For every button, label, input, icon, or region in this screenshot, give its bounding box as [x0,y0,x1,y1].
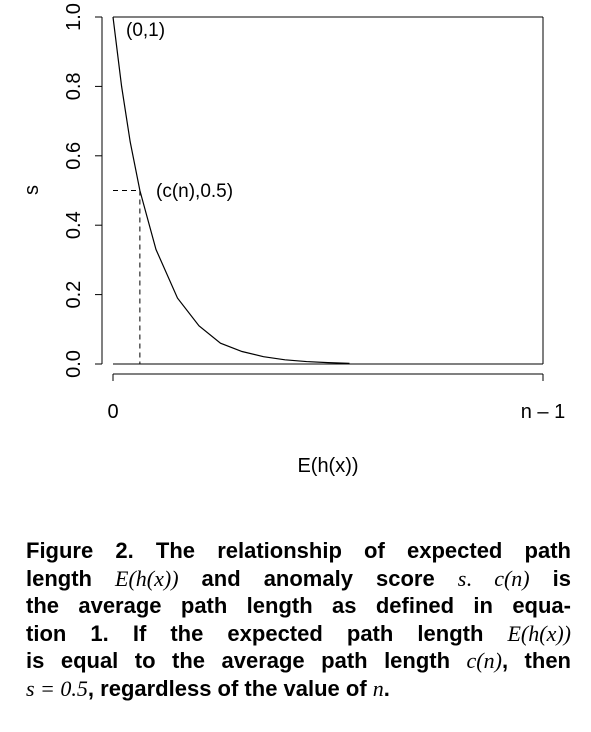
y-tick-label: 0.0 [63,350,85,378]
caption-line-5: is equal to the average path length c(n)… [26,647,571,675]
y-tick-label: 1.0 [63,3,85,31]
caption-text: length [26,565,116,591]
x-axis-label: E(h(x)) [297,455,358,477]
caption-text: and anomaly score [178,565,458,591]
caption-line-4: tion 1. If the expected path length E(h(… [26,620,571,648]
math-cn: c(n) [466,648,502,673]
caption-line-6: s = 0.5, regardless of the value of n. [26,675,571,703]
x-tick-label-0: 0 [107,401,118,423]
annotation-point-cn-05: (c(n),0.5) [156,181,233,202]
math-cn: c(n) [494,565,530,591]
y-tick-label: 0.6 [63,142,85,170]
annotation-point-0-1: (0,1) [126,20,165,41]
caption-line-2: length E(h(x)) and anomaly score s. c(n)… [26,565,571,593]
caption-text: is equal to the average path length [26,648,467,673]
caption-line-3: the average path length as defined in eq… [26,592,571,620]
math-expected-path-length: E(h(x)) [507,620,571,646]
chart-figure: 0.0 0.2 0.4 0.6 0.8 1.0 0 n – 1 E(h(x)) s (0,… [21,3,565,477]
caption-text: , then [501,648,571,673]
caption-text: , regardless of the value of [87,675,373,701]
y-axis-ticks: 0.0 0.2 0.4 0.6 0.8 1.0 [63,3,102,378]
y-tick-label: 0.4 [63,211,85,239]
caption-text: Figure 2. The relationship of expected p… [26,538,571,563]
y-tick-label: 0.8 [63,72,85,100]
x-tick-label-n-1: n – 1 [521,401,565,423]
math-s-equals-half: s = 0.5 [26,675,88,701]
caption-text: is [529,565,571,591]
caption-line-1: Figure 2. The relationship of expected p… [26,537,571,565]
caption-text: . [383,675,390,701]
figure-caption: Figure 2. The relationship of expected p… [26,537,571,702]
math-n: n [372,675,384,701]
caption-text: the average path length as defined in eq… [26,593,571,618]
y-axis-label: s [21,185,43,195]
caption-text: . [466,565,495,591]
y-tick-label: 0.2 [63,281,85,309]
math-expected-path-length: E(h(x)) [115,565,179,591]
caption-text: tion 1. If the expected path length [26,620,508,646]
series-line [112,16,350,364]
math-s: s [457,565,467,591]
